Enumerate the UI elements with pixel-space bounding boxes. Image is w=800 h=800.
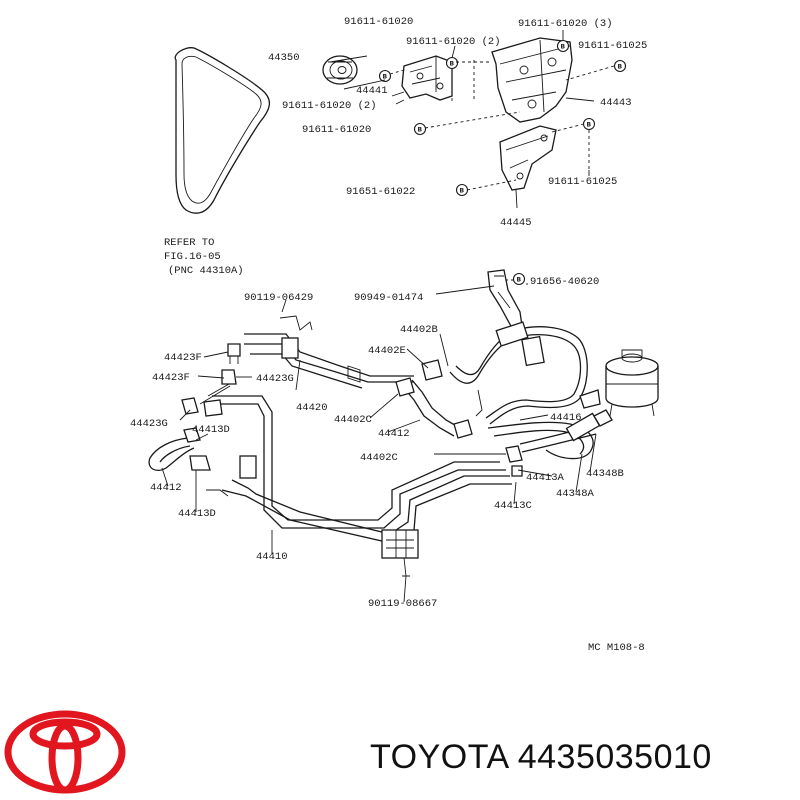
part-label: 91611-61025: [578, 40, 647, 52]
svg-text:B: B: [517, 277, 522, 284]
svg-text:B: B: [561, 44, 566, 51]
bracket-44441: [401, 55, 453, 101]
part-label: 44402B: [400, 324, 438, 336]
part-label: 44423G: [256, 373, 294, 385]
part-label: 44413D: [178, 508, 216, 520]
bolt-icon: B: [445, 56, 459, 70]
leader-lines-lower: [161, 283, 597, 603]
part-label: 91611-61020: [344, 16, 413, 28]
part-label: 44350: [268, 52, 300, 64]
bolt-group: B B B B B B B B: [378, 39, 627, 286]
svg-text:B: B: [383, 74, 388, 81]
bolt-icon: B: [512, 272, 526, 286]
bolt-icon: B: [582, 117, 596, 131]
part-label: 44412: [378, 428, 410, 440]
part-label: 91611-61020 (2): [282, 100, 377, 112]
diagram-code: MC M108-8: [588, 642, 645, 654]
bolt-icon: B: [455, 183, 469, 197]
bolt-icon: B: [556, 39, 570, 53]
part-label: 91611-61020: [302, 124, 371, 136]
part-label: 91611-61025: [548, 176, 617, 188]
part-label: 91656-40620: [530, 276, 599, 288]
part-label: 91611-61020 (2): [406, 36, 501, 48]
svg-text:B: B: [587, 122, 592, 129]
part-label: 44412: [150, 482, 182, 494]
part-label: 44423F: [164, 352, 202, 364]
pipe-assembly: [148, 315, 659, 577]
reference-note: FIG.16-05: [164, 251, 221, 263]
part-label: 91651-61022: [346, 186, 415, 198]
part-labels: 91611-61020 91611-61020 (3) 44350 91611-…: [130, 16, 647, 654]
svg-text:B: B: [460, 188, 465, 195]
drive-belt: [174, 47, 270, 214]
part-label: 90949-01474: [354, 292, 423, 304]
part-label: 44423G: [130, 418, 168, 430]
part-label: 44348A: [556, 488, 595, 500]
part-label: 44416: [550, 412, 582, 424]
part-label: 44402C: [334, 414, 372, 426]
part-label: 44445: [500, 217, 532, 229]
reference-note: (PNC 44310A): [168, 265, 244, 277]
svg-text:B: B: [418, 127, 423, 134]
part-label: 44413A: [526, 472, 565, 484]
bolt-icon: B: [613, 59, 627, 73]
idler-pulley: [322, 55, 358, 85]
part-label: 44420: [296, 402, 328, 414]
part-label: 44413C: [494, 500, 532, 512]
part-label: 44348B: [586, 468, 624, 480]
part-label: 44413D: [192, 424, 230, 436]
part-label: 90119-08667: [368, 598, 437, 610]
svg-text:B: B: [450, 61, 455, 68]
svg-text:B: B: [618, 64, 623, 71]
part-label: 90119-06429: [244, 292, 313, 304]
part-label: 91611-61020 (3): [518, 18, 613, 30]
part-label: 44443: [600, 97, 632, 109]
part-label: 44441: [356, 85, 388, 97]
brand-part-number: TOYOTA 4435035010: [370, 738, 712, 776]
part-label: 44423F: [152, 372, 190, 384]
bracket-44445: [499, 125, 557, 191]
bolt-icon: B: [413, 122, 427, 136]
toyota-logo: [4, 710, 126, 794]
leader-lines-top: [329, 30, 615, 281]
reference-note: REFER TO: [164, 237, 214, 249]
bolt-icon: B: [378, 69, 392, 83]
part-label: 44410: [256, 551, 288, 563]
part-label: 44402E: [368, 345, 406, 357]
part-label: 44402C: [360, 452, 398, 464]
